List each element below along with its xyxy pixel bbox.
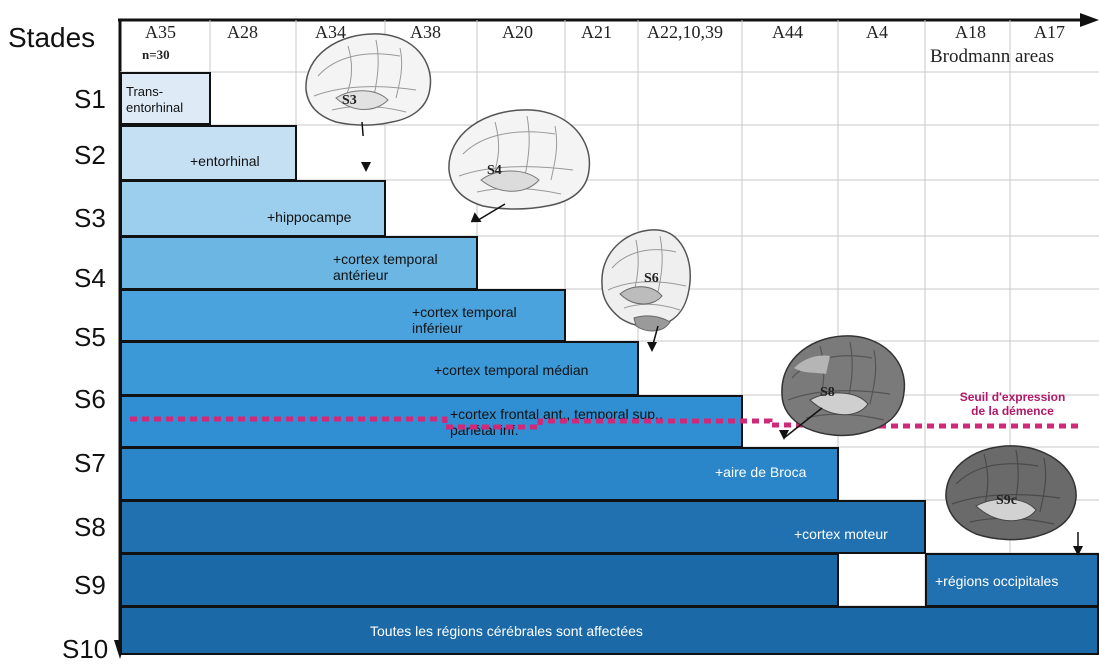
area-label-a22-10-39: A22,10,39 xyxy=(647,22,723,42)
brain-s9c-label: S9c xyxy=(996,493,1017,508)
stage-label-s1: S1 xyxy=(74,84,106,114)
area-label-a38: A38 xyxy=(410,22,441,42)
area-label-a21: A21 xyxy=(581,22,612,42)
bar-s2-text: +entorhinal xyxy=(190,153,260,169)
area-label-a28: A28 xyxy=(227,22,258,42)
area-label-a4: A4 xyxy=(866,22,888,42)
area-label-a17: A17 xyxy=(1034,22,1065,42)
bar-s9-text: +cortex moteur xyxy=(794,526,888,542)
stage-label-s5: S5 xyxy=(74,322,106,352)
bar-s1-text: Trans- entorhinal xyxy=(126,84,184,115)
area-label-a34: A34 xyxy=(315,22,346,42)
brodmann-areas-label: Brodmann areas xyxy=(930,46,1054,67)
bar-s1 xyxy=(120,72,211,125)
area-label-a20: A20 xyxy=(502,22,533,42)
stage-label-s4: S4 xyxy=(74,263,106,293)
brain-s8-illustration: S8 xyxy=(781,335,906,439)
stage-label-s10: S10 xyxy=(62,634,109,664)
brain-s6-illustration: S6 xyxy=(601,229,691,349)
n-label: n=30 xyxy=(142,47,170,62)
brain-s9c-illustration: S9c xyxy=(945,445,1079,548)
stages-title: Stades xyxy=(8,22,96,53)
bar-s8-text: +aire de Broca xyxy=(715,464,807,480)
stage-label-s7: S7 xyxy=(74,448,106,478)
area-label-a35: A35 xyxy=(145,22,176,42)
brain-s8-label: S8 xyxy=(820,385,835,400)
bar-s4-text: +cortex temporal antérieur xyxy=(333,251,438,283)
brain-s4-label: S4 xyxy=(487,163,502,178)
bar-s5-text: +cortex temporal inférieur xyxy=(412,304,517,336)
brain-s3-label: S3 xyxy=(342,93,357,108)
bar-s10-text: Toutes les régions cérébrales sont affec… xyxy=(370,623,643,639)
bar-s10 xyxy=(120,553,839,607)
stage-label-s2: S2 xyxy=(74,140,106,170)
brain-s3-illustration: S3 xyxy=(305,33,432,136)
bar-s10-all xyxy=(120,606,1099,655)
bar-s6-text: +cortex temporal médian xyxy=(434,362,589,378)
bar-s9 xyxy=(120,500,926,554)
bar-s9-occipital-text: +régions occipitales xyxy=(935,573,1059,589)
area-label-a18: A18 xyxy=(955,22,986,42)
stage-label-s9: S9 xyxy=(74,570,106,600)
brain-s6-label: S6 xyxy=(644,271,659,286)
area-label-a44: A44 xyxy=(772,22,803,42)
stage-label-s3: S3 xyxy=(74,203,106,233)
bar-s8 xyxy=(120,447,839,501)
top-axis-arrowhead xyxy=(1080,13,1099,27)
brain-s4-illustration: S4 xyxy=(448,109,591,220)
stage-label-s8: S8 xyxy=(74,512,106,542)
bar-s3-text: +hippocampe xyxy=(267,209,352,225)
dementia-threshold-note: Seuil d'expression de la démence xyxy=(959,390,1066,418)
bar-s7-text: +cortex frontal ant., temporal sup., par… xyxy=(450,406,663,438)
stage-label-s6: S6 xyxy=(74,384,106,414)
